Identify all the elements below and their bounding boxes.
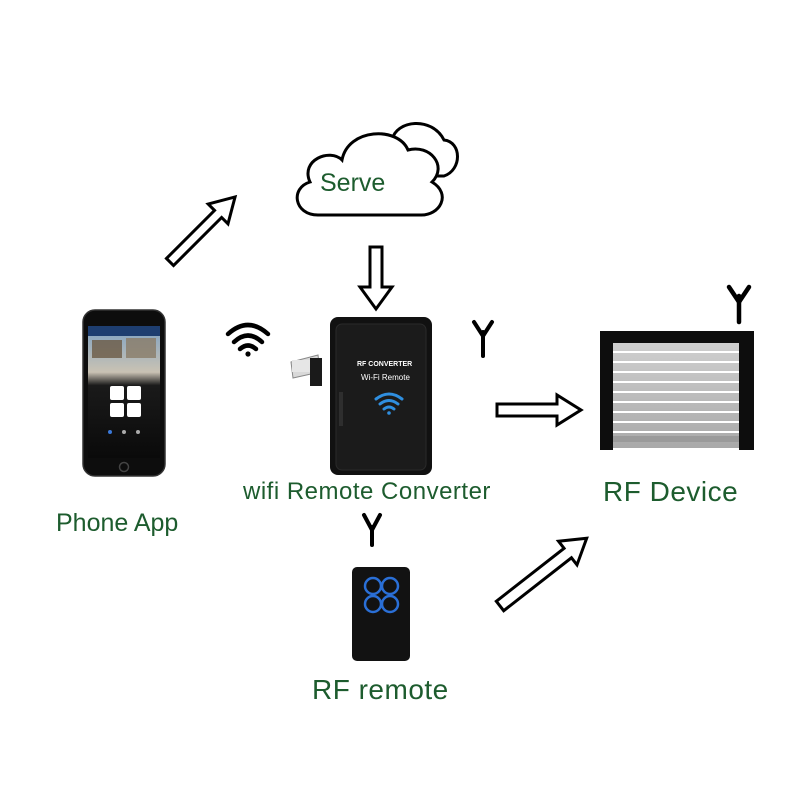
wifi-icon xyxy=(225,322,271,357)
arrow-icon xyxy=(357,245,395,312)
label-phone-app: Phone App xyxy=(56,509,179,537)
converter-line2: Wi-Fi Remote xyxy=(361,373,410,382)
arrow-icon xyxy=(495,392,584,428)
arrow-icon xyxy=(494,536,589,613)
phone-icon xyxy=(82,309,166,477)
roller-shutter-icon xyxy=(600,331,754,450)
cloud-icon xyxy=(295,122,459,217)
wifi-icon xyxy=(374,392,404,415)
converter-device-icon: RF CONVERTER Wi-Fi Remote xyxy=(290,317,432,475)
rf-remote-icon xyxy=(352,567,410,661)
converter-line1: RF CONVERTER xyxy=(357,361,412,368)
antenna-icon xyxy=(362,513,382,547)
antenna-icon xyxy=(726,284,752,325)
label-serve: Serve xyxy=(320,169,386,197)
label-converter: wifi Remote Converter xyxy=(243,478,491,505)
arrow-icon xyxy=(164,194,238,268)
label-rf-remote: RF remote xyxy=(312,674,449,705)
label-rf-device: RF Device xyxy=(603,476,739,507)
antenna-icon xyxy=(472,320,494,358)
